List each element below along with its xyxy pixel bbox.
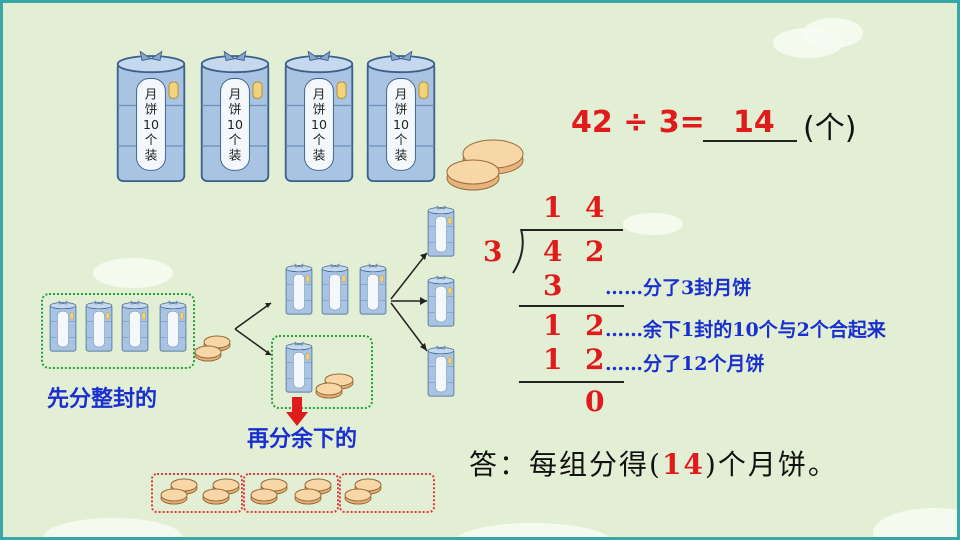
mooncake-tin-icon (359, 263, 387, 315)
share-group (339, 473, 435, 513)
mooncake-icon (250, 478, 288, 505)
mooncake-tin-icon (285, 263, 313, 315)
divide-sign: ÷ (623, 105, 649, 140)
svg-text:10: 10 (227, 117, 243, 132)
division-line (519, 381, 624, 383)
share-group (243, 473, 339, 513)
division-bracket (512, 228, 524, 274)
svg-text:月: 月 (313, 86, 326, 101)
result-unit: (个) (803, 111, 857, 146)
step-note: ……分了12个月饼 (605, 353, 765, 375)
svg-text:装: 装 (313, 148, 326, 163)
answer-value: 14 (661, 448, 705, 481)
label-first-step: 先分整封的 (47, 386, 158, 412)
equals-sign: = (679, 105, 705, 140)
svg-text:饼: 饼 (313, 102, 326, 117)
dividend-digit: 2 (585, 235, 605, 268)
mooncake-tin-icon (159, 300, 187, 352)
quotient-digit: 1 (543, 191, 563, 224)
svg-text:个: 个 (395, 132, 408, 147)
mooncake-icon (446, 139, 524, 191)
mooncake-tin-icon (427, 205, 455, 257)
divisor-number: 3 (658, 105, 680, 140)
svg-text:月: 月 (395, 86, 408, 101)
step1-digit: 3 (543, 269, 563, 302)
cloud-decoration (873, 508, 957, 537)
svg-text:饼: 饼 (229, 102, 242, 117)
svg-text:10: 10 (311, 117, 327, 132)
svg-text:装: 装 (229, 148, 242, 163)
mooncake-tin-icon (121, 300, 149, 352)
step2-digit: 2 (585, 309, 605, 342)
cloud-decoration (43, 518, 183, 537)
mooncake-tin-icon (427, 275, 455, 327)
answer-prefix: 答：每组分得( (469, 448, 662, 481)
svg-text:个: 个 (145, 132, 158, 147)
mooncake-tin-icon (321, 263, 349, 315)
svg-text:装: 装 (395, 148, 408, 163)
svg-text:装: 装 (145, 148, 158, 163)
step2-digit: 1 (543, 309, 563, 342)
mooncake-tin-icon (49, 300, 77, 352)
mooncake-icon (160, 478, 198, 505)
answer-line: 答：每组分得(14)个月饼。 (469, 443, 838, 483)
step-note: ……分了3封月饼 (605, 277, 752, 299)
result-underline (703, 140, 797, 142)
answer-suffix: )个月饼。 (704, 448, 838, 481)
label-second-step: 再分余下的 (247, 426, 358, 452)
svg-text:个: 个 (229, 132, 242, 147)
cloud-decoration (93, 258, 173, 288)
whole-tins-group (41, 293, 195, 369)
svg-text:月: 月 (229, 86, 242, 101)
result-value: 14 (733, 105, 775, 140)
mooncake-tin-icon (285, 341, 313, 393)
mooncake-tin-icon (427, 345, 455, 397)
branch-arrows (234, 302, 272, 356)
dividend-number: 42 (571, 105, 613, 140)
step3-digit: 1 (543, 343, 563, 376)
svg-text:10: 10 (393, 117, 409, 132)
fanout-arrows (390, 252, 428, 352)
mooncake-icon (202, 478, 240, 505)
down-arrow-icon (286, 397, 308, 426)
step3-digit: 2 (585, 343, 605, 376)
dividend-digit: 4 (543, 235, 563, 268)
quotient-digit: 4 (585, 191, 605, 224)
division-line (519, 305, 624, 307)
cloud-decoration (623, 213, 683, 235)
mooncake-icon (194, 335, 231, 362)
mooncake-icon (344, 478, 382, 505)
division-divisor: 3 (483, 235, 503, 268)
share-group (151, 473, 243, 513)
leftover-group (271, 335, 373, 409)
remainder-digit: 0 (585, 385, 605, 418)
step-note: ……余下1封的10个与2个合起来 (605, 319, 886, 341)
mooncake-icon (294, 478, 332, 505)
svg-text:饼: 饼 (395, 102, 408, 117)
cloud-decoration (803, 18, 863, 48)
mooncake-icon (315, 373, 354, 399)
svg-text:月: 月 (145, 86, 158, 101)
svg-text:个: 个 (313, 132, 326, 147)
division-bar (521, 229, 623, 231)
cloud-decoration (453, 523, 613, 537)
svg-text:饼: 饼 (145, 102, 158, 117)
mooncake-tin-icon (85, 300, 113, 352)
svg-text:10: 10 (143, 117, 159, 132)
